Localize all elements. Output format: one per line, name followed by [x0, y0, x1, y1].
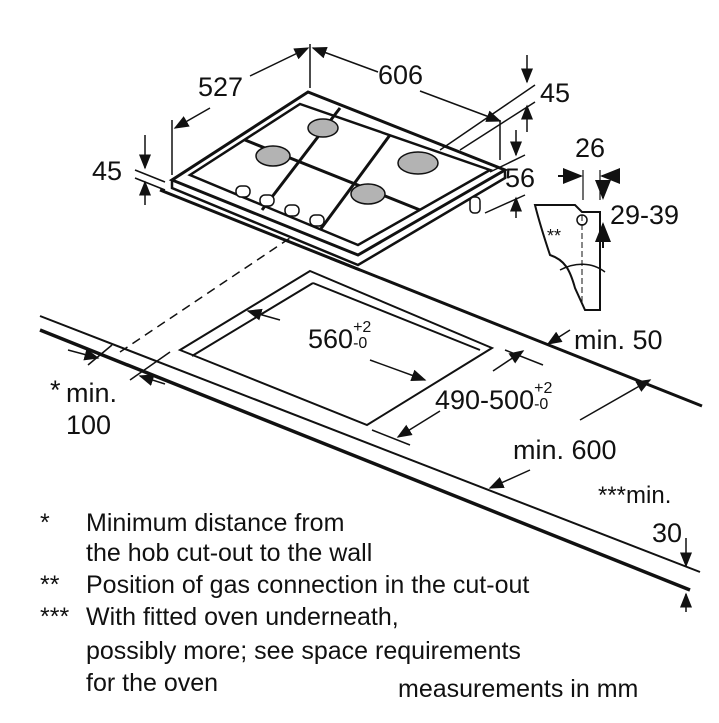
cutout-depth-dimension: 490-500+2-0 [435, 381, 552, 415]
dimension-lines [67, 44, 692, 612]
min-oven-value: 30 [652, 518, 683, 548]
footnote-text: Minimum distance from [86, 509, 345, 537]
burner-icon [307, 118, 339, 138]
connection-height-dimension: 29-39 [610, 200, 680, 230]
footnote-mark: * [40, 509, 50, 537]
leg-height-dimension: 56 [505, 163, 536, 193]
min-wall-star: * [50, 375, 61, 405]
min-wall-value: 100 [66, 410, 112, 440]
footnote-mark: ** [40, 571, 60, 599]
min-oven-label: ***min. [598, 482, 672, 509]
burner-icon [255, 145, 291, 167]
tolerance-plus: +2 [353, 319, 372, 336]
burner-icon [350, 183, 386, 205]
footnote-mark: *** [40, 603, 70, 631]
burners [255, 118, 439, 205]
top-height-dimension: 45 [540, 78, 571, 108]
cutout-width-dimension: 560+2-0 [308, 320, 371, 354]
gas-connection-detail [533, 168, 620, 311]
min-wall-label: min. [66, 378, 118, 408]
cutout-depth-value: 490-500 [435, 385, 535, 415]
connection-mark: ** [547, 226, 562, 246]
knobs [235, 185, 481, 227]
connection-offset-dimension: 26 [575, 133, 606, 163]
units-note: measurements in mm [398, 675, 639, 703]
footnote-text: the hob cut-out to the wall [86, 539, 373, 567]
footnote-text: for the oven [86, 669, 219, 697]
tolerance-plus: +2 [534, 380, 553, 397]
min-depth: min. 600 [513, 435, 617, 465]
countertop [39, 237, 703, 592]
footnote-text: With fitted oven underneath, [86, 603, 399, 631]
width-dimension: 606 [378, 60, 424, 90]
footnote-text: possibly more; see space requirements [86, 637, 521, 665]
min-back-distance: min. 50 [574, 325, 663, 355]
tolerance-minus: -0 [534, 396, 549, 413]
tolerance-minus: -0 [353, 335, 368, 352]
left-height-dimension: 45 [92, 156, 123, 186]
footnote-text: Position of gas connection in the cut-ou… [86, 571, 530, 599]
cutout-width-value: 560 [308, 324, 354, 354]
hob [159, 90, 509, 272]
depth-dimension: 527 [198, 72, 244, 102]
burner-icon [397, 151, 439, 175]
